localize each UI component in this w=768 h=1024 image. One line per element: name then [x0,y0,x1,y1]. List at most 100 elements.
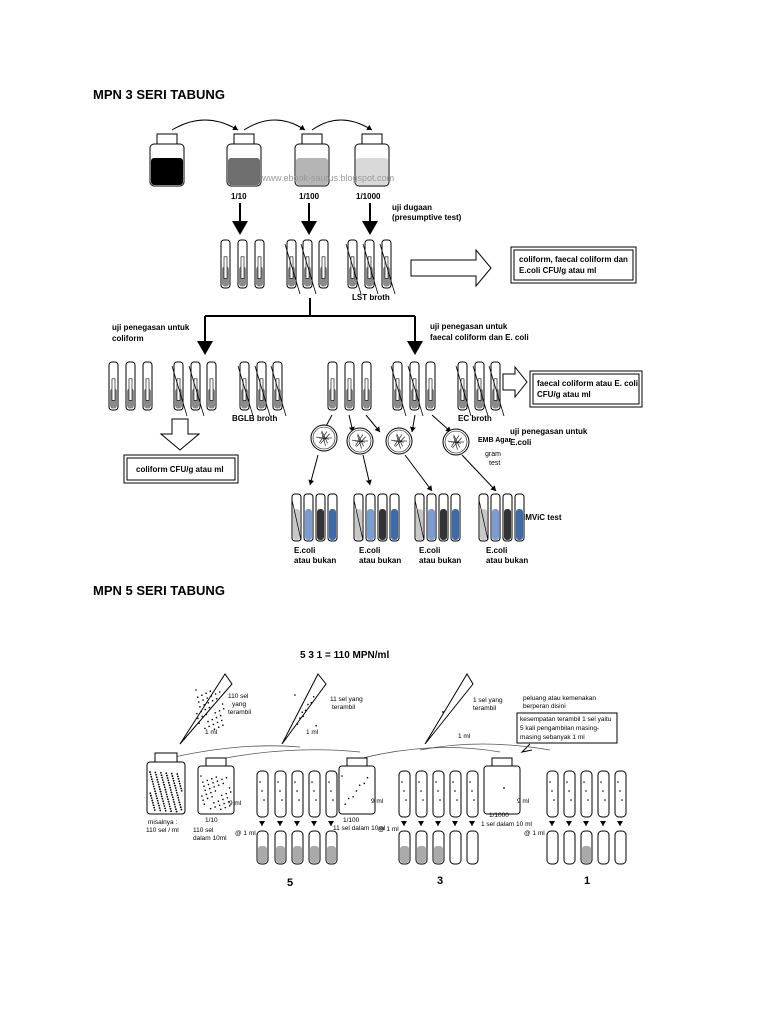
transfer-arrow-1 [171,119,239,131]
imvic-tube [389,493,400,542]
ec-broth-label: EC broth [458,414,492,423]
test-tube [254,239,265,289]
at-one-ml-2: @ 1 ml [378,826,399,833]
bottle2-line1: 1/100 [343,817,360,824]
hollow-arrow-coliform [159,418,201,451]
mpn-tube [398,770,411,865]
test-tube [345,239,362,295]
note1-line2: berperan disini [523,703,566,710]
watermark: www.ebook-saurus.blogspot.com [261,173,394,183]
nine-ml-1: 9 ml [229,800,242,807]
mpn-tube [274,770,287,865]
result-box-top [510,246,637,284]
one-ml-1: 1 ml [205,729,218,736]
mpn-tube [580,770,593,865]
note2-box [516,712,618,744]
test-tube [254,361,271,417]
presumptive-line1: uji dugaan [392,203,432,212]
bglb-tubes [108,361,287,417]
test-tube [220,239,231,289]
confirm-ecoli-line2: E.coli [510,438,531,447]
test-tube [390,361,407,417]
ec-tubes [327,361,505,417]
emb-plate [385,427,413,455]
imvic-tube [365,493,376,542]
bottle2-line2: 11 sel dalam 10ml [333,825,386,832]
mpn-tube [308,770,321,865]
test-tube [327,361,338,411]
test-tube [237,239,248,289]
pipette2-line2: terambil [332,704,356,711]
imvic-tube [450,493,461,542]
transfer-arrow-3 [311,119,373,131]
confirm-faecal-line2: faecal coliform dan E. coli [430,333,529,342]
ecoli-label: E.coli [419,546,440,555]
imvic-tube [438,493,449,542]
test-tube [108,361,119,411]
presumptive-line2: (presumptive test) [392,213,462,222]
at-one-ml-3: @ 1 ml [524,830,545,837]
imvic-tubes [291,493,525,542]
ecoli-label: E.coli [294,546,315,555]
imvic-tube [377,493,388,542]
count-5: 5 [287,877,293,889]
mpn-tube [614,770,627,865]
pipette-3 [424,673,474,745]
note2-line2: 5 kali pengambilan masing- [520,725,599,732]
confirm-coliform-line2: coliform [112,334,144,343]
bottle-1-10 [226,133,262,187]
confirm-coliform-line1: uji penegasan untuk [112,323,190,332]
ecoli-label-sub: atau bukan [419,556,461,565]
mpn-tube [256,770,269,865]
confirm-ecoli-line1: uji penegasan untuk [510,427,588,436]
nine-ml-2: 9 ml [371,798,384,805]
ecoli-label-sub: atau bukan [359,556,401,565]
section1-title: MPN 3 SERI TABUNG [93,87,225,102]
bottle0-line1: misalnya : [148,819,177,826]
bottle1-line2: 110 sel [193,827,214,834]
imvic-tube [291,493,302,542]
formula: 5 3 1 = 110 MPN/ml [300,650,389,661]
bottle1-line3: dalam 10ml [193,835,227,842]
transfer-arrow-2 [243,119,306,131]
note2-line1: kesempatan terambil 1 sel yaitu [520,716,612,723]
mpn-tube [432,770,445,865]
imvic-tube [315,493,326,542]
test-tube [425,361,436,411]
test-tube [472,361,489,417]
test-tube [362,239,379,295]
result-box-coliform-text: coliform CFU/g atau ml [136,465,224,474]
mpn-tube [449,770,462,865]
bglb-broth-label: BGLB broth [232,414,277,423]
bottle1-line1: 1/10 [205,817,218,824]
test-tube [237,361,254,417]
imvic-label: IMViC test [523,513,562,522]
imvic-tube [303,493,314,542]
test-tube [142,361,153,411]
test-tube [284,239,301,295]
one-ml-3: 1 ml [458,733,471,740]
count-1: 1 [584,875,590,887]
mpn-tube [415,770,428,865]
imvic-tube [514,493,525,542]
test-tube [300,239,317,295]
mpn-tube [466,770,479,865]
dilution-label-3: 1/1000 [356,192,381,201]
result-box-top-line2: E.coli CFU/g atau ml [519,266,596,275]
pipette3-line1: 1 sel yang [473,697,503,704]
note2-line3: masing sebanyak 1 ml [520,734,585,741]
test-tube [488,361,505,417]
lst-broth-label: LST broth [352,293,390,302]
imvic-tube [426,493,437,542]
bottle-1-100 [294,133,330,187]
pipette1-line2: yang [232,701,246,708]
imvic-tube [490,493,501,542]
test-tube [171,361,188,417]
result-box-top-line1: coliform, faecal coliform dan [519,255,628,264]
one-ml-2: 1 ml [306,729,319,736]
test-tube [188,361,205,417]
emb-label-3: test [489,460,500,467]
test-tube [379,239,396,295]
